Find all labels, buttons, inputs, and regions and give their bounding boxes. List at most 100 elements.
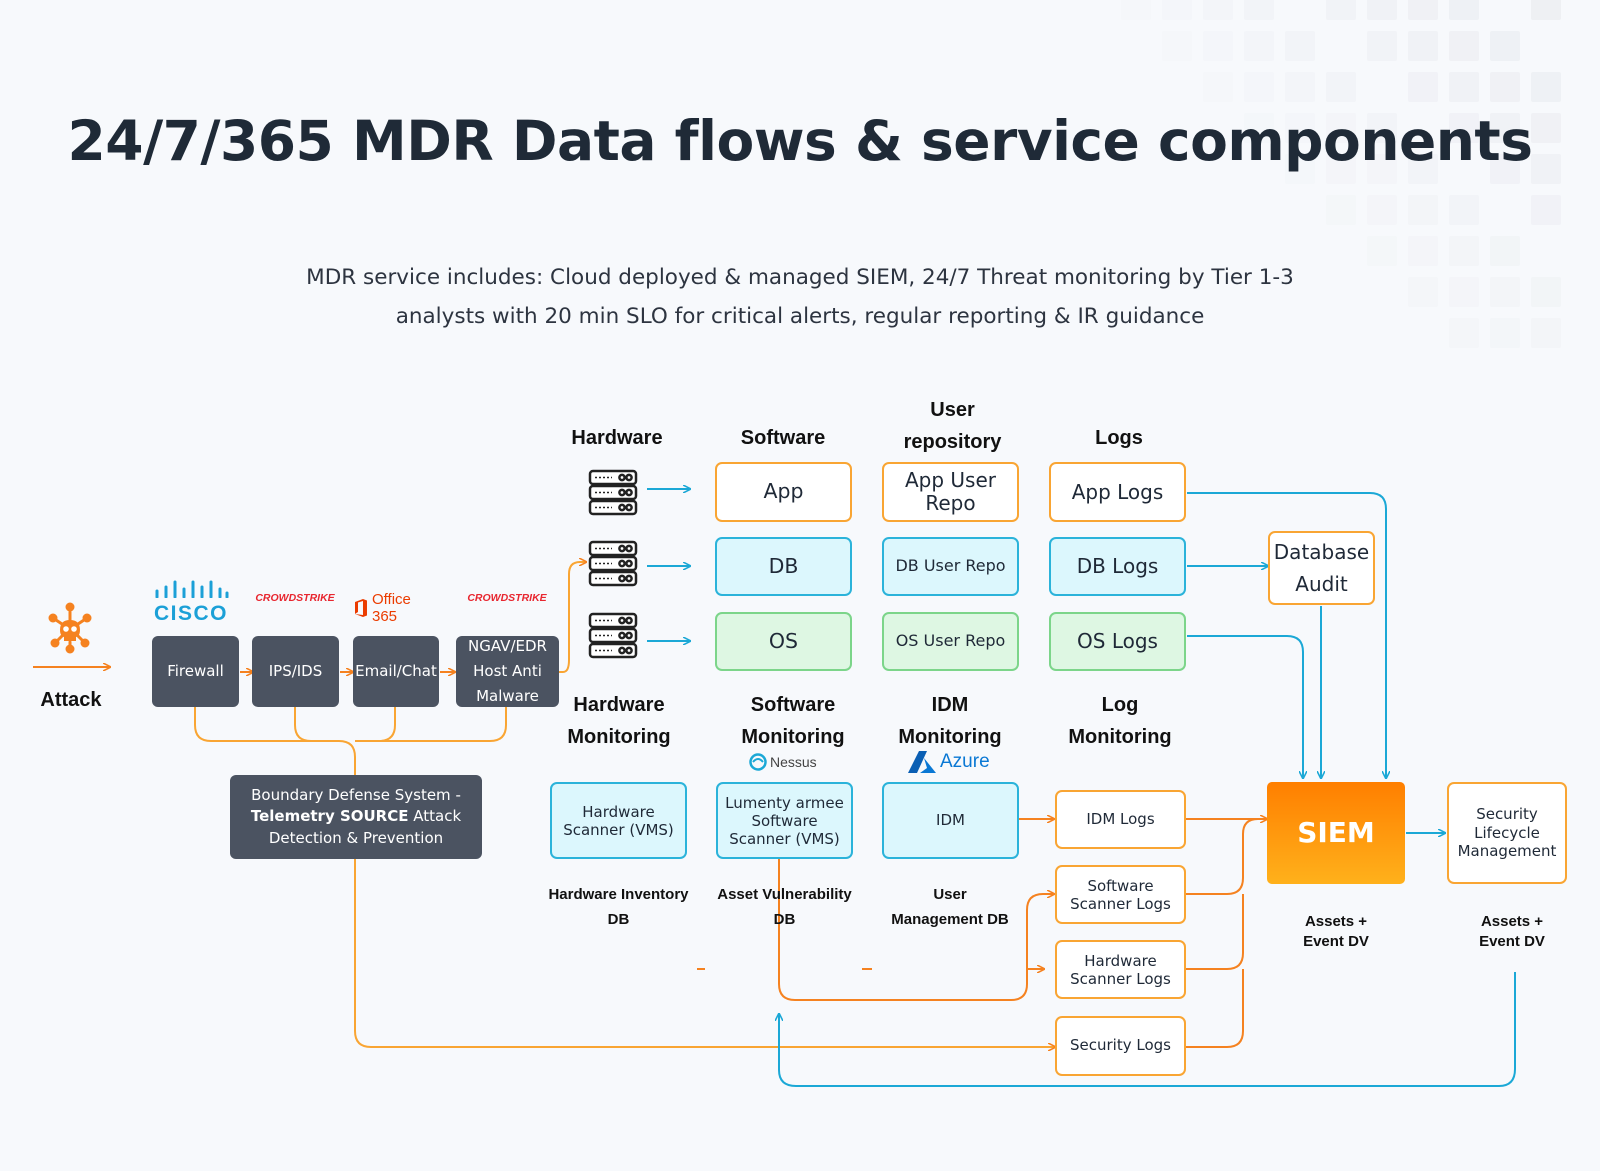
decorative-square	[1408, 72, 1438, 102]
decorative-square	[1531, 154, 1561, 184]
decorative-square	[1449, 0, 1479, 20]
decorative-square	[1490, 236, 1520, 266]
decorative-square	[1326, 154, 1356, 184]
email-chat-node: Email/Chat	[353, 636, 439, 707]
decorative-square	[1244, 113, 1274, 143]
decorative-square	[1449, 195, 1479, 225]
software-os: OS	[715, 612, 852, 671]
idm-node: IDM	[882, 782, 1019, 859]
arrow-boundary-security-logs	[354, 859, 1055, 1047]
office-icon	[354, 599, 367, 617]
arrow-swlogs-siem	[1185, 818, 1259, 895]
user-repo-db: DB User Repo	[882, 537, 1019, 596]
decorative-square	[1367, 195, 1397, 225]
nessus-logo: Nessus	[749, 753, 817, 771]
user-repo-app: App User Repo	[882, 462, 1019, 522]
page-subtitle: MDR service includes: Cloud deployed & m…	[306, 265, 1294, 329]
chain-collector	[194, 707, 507, 775]
decorative-square	[1285, 154, 1315, 184]
server-icon	[588, 540, 638, 587]
decorative-square	[1408, 195, 1438, 225]
decorative-square	[1531, 113, 1561, 143]
header-software: Software	[740, 427, 826, 449]
firewall-node: Firewall	[152, 636, 239, 707]
page-title: 24/7/365 MDR Data flows & service compon…	[67, 109, 1533, 173]
decorative-square	[1449, 113, 1479, 143]
logs-db: DB Logs	[1049, 537, 1186, 596]
decorative-square	[1531, 195, 1561, 225]
decorative-square	[1408, 154, 1438, 184]
decorative-square	[1203, 72, 1233, 102]
decorative-square	[1285, 113, 1315, 143]
decorative-square	[1285, 72, 1315, 102]
header-logs: Logs	[1095, 427, 1143, 449]
arrow-ngav-hardware	[559, 562, 586, 673]
decorative-square	[1449, 277, 1479, 307]
arrow-swscanner-swlogs	[778, 859, 1054, 1001]
decorative-square	[1367, 154, 1397, 184]
office365-logo: Office 365	[354, 591, 440, 625]
software-scanner: Lumenty armee Software Scanner (VMS)	[716, 782, 853, 859]
decorative-square	[1449, 318, 1479, 348]
azure-logo: Azure	[907, 750, 990, 774]
software-scanner-logs: Software Scanner Logs	[1055, 865, 1186, 924]
cisco-logo: CISCO	[152, 580, 230, 625]
decorative-square	[1326, 0, 1356, 20]
decorative-square	[1490, 72, 1520, 102]
user-repo-os: OS User Repo	[882, 612, 1019, 671]
decorative-square	[1408, 0, 1438, 20]
security-lifecycle-management: Security Lifecycle Management	[1447, 782, 1567, 884]
decorative-square	[1367, 113, 1397, 143]
feedback-loop	[779, 972, 1516, 1087]
decorative-square	[1490, 318, 1520, 348]
header-user-repository: User repository	[903, 399, 1002, 453]
crowdstrike-logo-2: CROWDSTRIKE	[467, 592, 547, 604]
decorative-square	[1326, 113, 1356, 143]
nessus-icon	[749, 753, 767, 771]
decorative-square	[1531, 277, 1561, 307]
header-idm-monitoring: IDM Monitoring	[898, 694, 1002, 748]
decorative-square	[1367, 31, 1397, 61]
database-audit: Database Audit	[1268, 531, 1375, 605]
azure-icon	[908, 751, 936, 773]
arrow-applogs-siem	[1187, 492, 1386, 778]
decorative-square	[1449, 31, 1479, 61]
header-software-monitoring: Software Monitoring	[741, 694, 845, 748]
ngav-edr-node: NGAV/EDR Host Anti Malware	[456, 636, 559, 707]
label-hardware-inventory-db: Hardware Inventory DB	[548, 886, 689, 928]
label-asset-vulnerability-db: Asset Vulnerability DB	[717, 886, 852, 928]
decorative-square	[1326, 72, 1356, 102]
ips-ids-node: IPS/IDS	[252, 636, 339, 707]
server-icon	[588, 612, 638, 659]
idm-logs: IDM Logs	[1055, 790, 1186, 849]
boundary-defense-line3: Detection & Prevention	[268, 828, 444, 847]
header-hardware-monitoring: Hardware Monitoring	[567, 694, 671, 748]
arrow-seclogs-siem	[1185, 969, 1244, 1048]
boundary-defense-line2: Attack	[408, 807, 462, 826]
siem-node: SIEM	[1267, 782, 1405, 884]
decorative-square	[1367, 236, 1397, 266]
boundary-defense-bold: Telemetry SOURCE	[250, 807, 409, 826]
label-assets-event-dv-1: Assets + Event DV	[1303, 913, 1369, 950]
logs-app: App Logs	[1049, 462, 1186, 522]
arrow-hwlogs-siem	[1185, 894, 1244, 970]
decorative-square	[1121, 0, 1151, 20]
label-user-management-db: User Management DB	[891, 886, 1009, 928]
header-log-monitoring: Log Monitoring	[1068, 694, 1172, 748]
boundary-defense-system: Boundary Defense System - Telemetry SOUR…	[230, 775, 482, 859]
header-hardware: Hardware	[571, 427, 663, 449]
decorative-square	[1326, 195, 1356, 225]
decorative-square	[1162, 0, 1192, 20]
cisco-bars-icon	[155, 580, 229, 599]
decorative-square	[1531, 318, 1561, 348]
decorative-square	[1244, 31, 1274, 61]
boundary-defense-line1: Boundary Defense System -	[251, 785, 461, 804]
decorative-square	[1244, 0, 1274, 20]
decorative-square	[1408, 277, 1438, 307]
decorative-square	[1408, 31, 1438, 61]
decorative-square	[1285, 31, 1315, 61]
biohazard-skull-icon	[48, 602, 92, 654]
decorative-square	[1203, 31, 1233, 61]
decorative-square	[1408, 236, 1438, 266]
decorative-square	[1367, 0, 1397, 20]
